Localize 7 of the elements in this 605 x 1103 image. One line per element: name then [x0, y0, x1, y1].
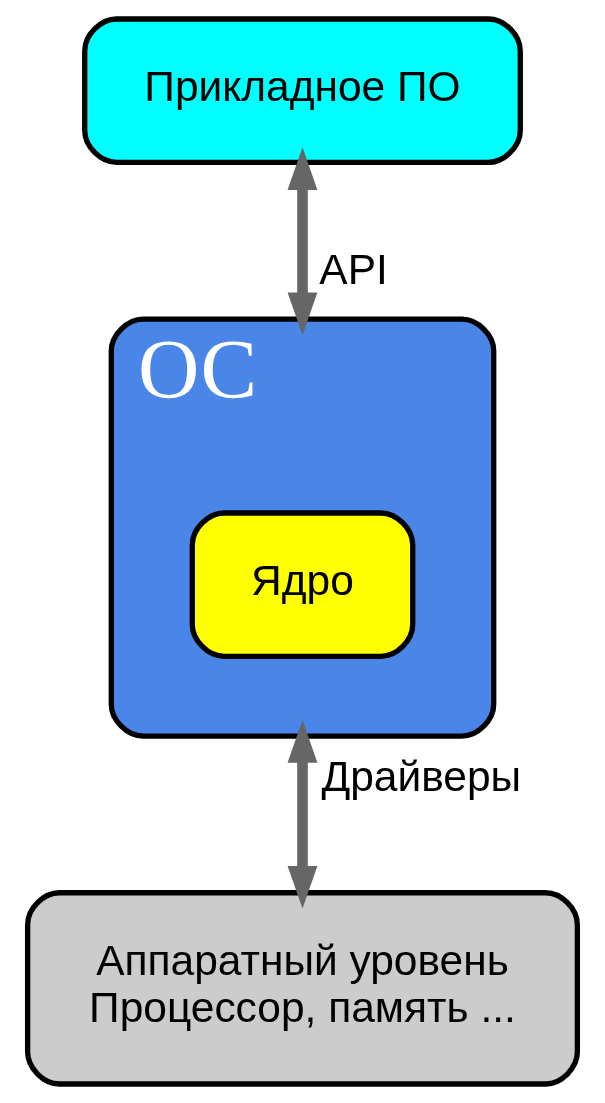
arrow: [287, 720, 318, 909]
arrow: [287, 147, 318, 336]
edge-label: API: [319, 246, 388, 294]
edge-label: Драйверы: [321, 753, 522, 801]
node-box: Прикладное ПО: [82, 16, 523, 166]
node-box: Аппаратный уровень Процессор, память ...: [24, 890, 581, 1087]
node-box: Ядро: [189, 510, 416, 660]
